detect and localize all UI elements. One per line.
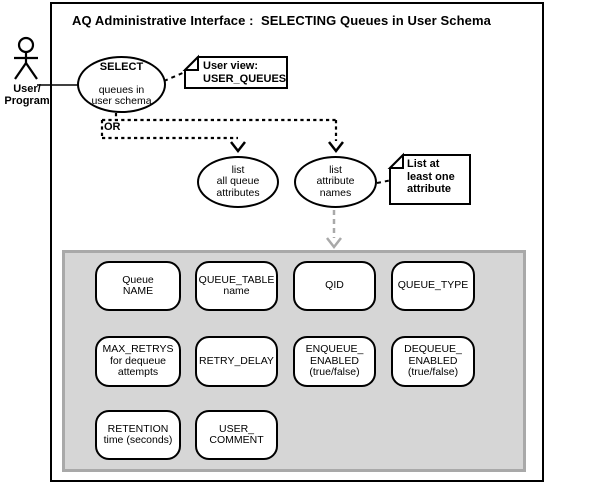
usecase-list-attribute-names-ellipse: list attribute names [294,156,377,208]
attribute-queue-type: QUEUE_TYPE [391,261,475,311]
usecase-select-queues-ellipse: SELECT queues in user schema [77,56,166,113]
note-user-view-text: User view: USER_QUEUES [203,60,287,85]
attribute-retry-delay: RETRY_DELAY [195,336,278,387]
actor-label: User/ Program [4,83,50,107]
or-label: OR [104,121,121,133]
note-attribute-text: List at least one attribute [407,158,455,195]
usecase-select-body: queues in user schema [91,83,152,108]
usecase-list-all-attributes-ellipse: list all queue attributes [197,156,279,208]
attribute-queue-name: Queue NAME [95,261,181,311]
attribute-dequeue-enabled: DEQUEUE_ ENABLED (true/false) [391,336,475,387]
attribute-enqueue-enabled: ENQUEUE_ ENABLED (true/false) [293,336,376,387]
usecase-select-heading: SELECT [99,61,144,74]
usecase-list-all-label: list all queue attributes [216,163,260,199]
attribute-queue-table: QUEUE_TABLE name [195,261,278,311]
diagram-title: AQ Administrative Interface : SELECTING … [72,13,491,28]
usecase-list-names-label: list attribute names [316,163,355,199]
user-actor-icon [14,36,38,80]
attribute-max-retrys: MAX_RETRYS for dequeue attempts [95,336,181,387]
attribute-user-comment: USER_ COMMENT [195,410,278,460]
attribute-qid: QID [293,261,376,311]
attribute-retention: RETENTION time (seconds) [95,410,181,460]
